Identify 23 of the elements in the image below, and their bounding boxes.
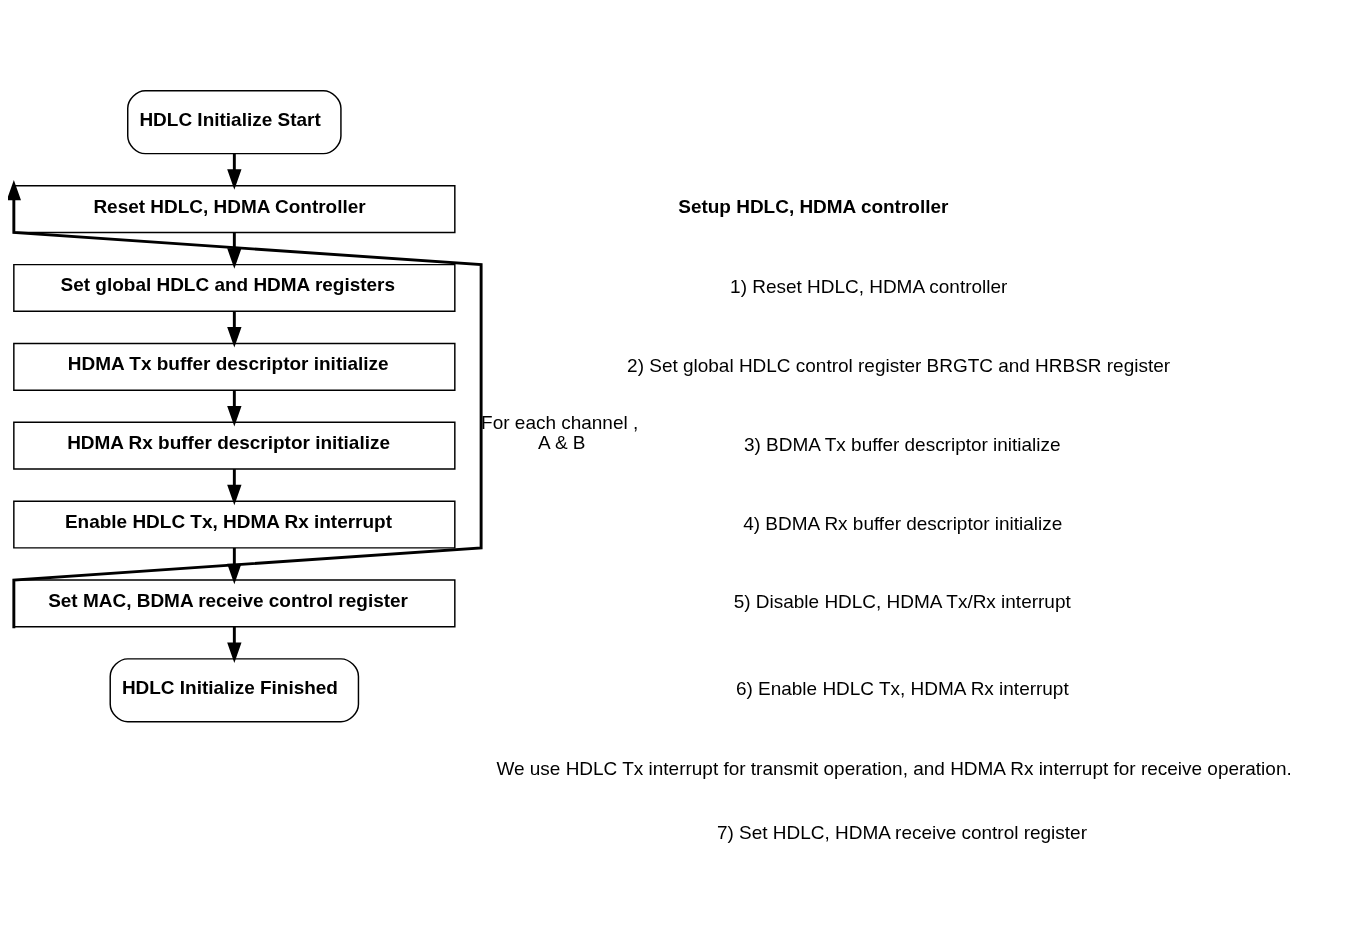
node-box: HDLC Initialize Start xyxy=(127,89,342,154)
arrow xyxy=(227,389,242,426)
label: 5) Disable HDLC, HDMA Tx/Rx interrupt xyxy=(733,590,1071,612)
arrow xyxy=(227,310,242,348)
label: 1) Reset HDLC, HDMA controller xyxy=(730,275,1008,297)
node-box: Enable HDLC Tx, HDMA Rx interrupt xyxy=(13,499,456,549)
node-box: HDLC Initialize Finished xyxy=(109,657,360,722)
node-box: Reset HDLC, HDMA Controller xyxy=(13,184,456,233)
label: 7) Set HDLC, HDMA receive control register xyxy=(716,821,1087,843)
node-box: Set global HDLC and HDMA registers xyxy=(13,263,456,312)
label: We use HDLC Tx interrupt for transmit operation, and HDMA Rx interrupt for receive operation. xyxy=(496,757,1292,779)
label: 4) BDMA Rx buffer descriptor initialize xyxy=(743,511,1063,533)
node-box: Set MAC, BDMA receive control register xyxy=(13,578,456,627)
label: Setup HDLC, HDMA controller xyxy=(678,195,949,217)
label: 2) Set global HDLC control register BRGTC and HRBSR register xyxy=(627,354,1171,376)
node-box: HDMA Tx buffer descriptor initialize xyxy=(13,342,456,391)
arrow xyxy=(8,179,483,628)
node-box: HDMA Rx buffer descriptor initialize xyxy=(13,421,456,470)
arrow xyxy=(227,468,242,505)
arrow xyxy=(227,153,242,190)
label: 6) Enable HDLC Tx, HDMA Rx interrupt xyxy=(735,677,1069,699)
arrow xyxy=(227,626,242,663)
label: 3) BDMA Tx buffer descriptor initialize xyxy=(743,433,1061,455)
